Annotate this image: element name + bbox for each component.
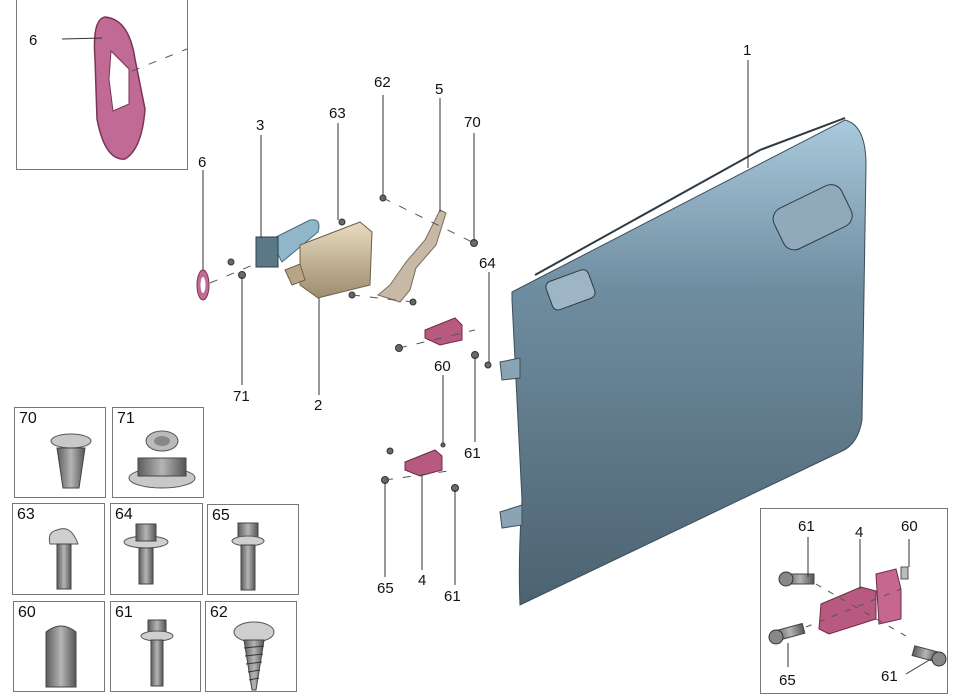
callout-1: 1 xyxy=(743,42,752,59)
callout-61-detail-bottom: 61 xyxy=(881,668,898,685)
sleeve-insert-icon xyxy=(45,625,77,688)
button-head-bolt-icon xyxy=(48,528,79,590)
callout-61-detail-top: 61 xyxy=(798,518,815,535)
callout-6-detail: 6 xyxy=(29,32,38,49)
fastener-cell-63: 63 xyxy=(12,503,105,595)
leader-lines xyxy=(241,95,490,585)
fastener-cell-65: 65 xyxy=(207,504,299,595)
callout-4-detail: 4 xyxy=(855,524,864,541)
flange-nut-icon xyxy=(128,430,196,489)
callout-60-detail: 60 xyxy=(901,518,918,535)
callout-71: 71 xyxy=(233,388,250,405)
callout-4: 4 xyxy=(418,572,427,589)
callout-3: 3 xyxy=(256,117,265,134)
door-handle xyxy=(255,219,320,268)
callout-70: 70 xyxy=(464,114,481,131)
callout-63: 63 xyxy=(329,105,346,122)
fastener-id: 71 xyxy=(117,410,135,427)
fastener-id: 61 xyxy=(115,604,133,621)
fastener-id: 62 xyxy=(210,604,228,621)
callout-61-upper: 61 xyxy=(464,445,481,462)
assembly-axes xyxy=(209,197,476,481)
expanding-nut-icon xyxy=(50,433,92,489)
callout-60: 60 xyxy=(434,358,451,375)
door-panel xyxy=(499,117,867,606)
fastener-cell-70: 70 xyxy=(14,407,106,498)
callout-5: 5 xyxy=(435,81,444,98)
detail-box-hinge: 61 4 60 65 61 xyxy=(760,508,948,694)
callout-61-lower: 61 xyxy=(444,588,461,605)
callout-2: 2 xyxy=(314,397,323,414)
fastener-id: 63 xyxy=(17,506,35,523)
callout-65: 65 xyxy=(377,580,394,597)
self-tapping-screw-icon xyxy=(233,621,275,691)
hex-flange-bolt-icon xyxy=(140,619,174,687)
hinge-upper xyxy=(424,317,463,346)
fastener-cell-61: 61 xyxy=(110,601,201,692)
fastener-cell-64: 64 xyxy=(110,503,203,595)
bracket xyxy=(376,209,447,303)
callout-62: 62 xyxy=(374,74,391,91)
detail-box-seal: 6 xyxy=(16,0,188,170)
fastener-id: 65 xyxy=(212,507,230,524)
flange-bolt-icon xyxy=(123,523,169,585)
fastener-cell-71: 71 xyxy=(112,407,204,498)
hinge-detail-drawing xyxy=(768,537,947,675)
callout-6: 6 xyxy=(198,154,207,171)
hinge-lower xyxy=(404,449,443,477)
latch-assembly xyxy=(284,221,373,299)
fastener-cell-62: 62 xyxy=(205,601,297,692)
fastener-id: 70 xyxy=(19,410,37,427)
fastener-id: 64 xyxy=(115,506,133,523)
fastener-cell-60: 60 xyxy=(13,601,105,692)
hex-flange-bolt-icon xyxy=(231,522,265,591)
fastener-id: 60 xyxy=(18,604,36,621)
callout-65-detail: 65 xyxy=(779,672,796,689)
seal-detail-drawing xyxy=(61,16,188,160)
callout-64: 64 xyxy=(479,255,496,272)
seal-small xyxy=(196,269,210,301)
